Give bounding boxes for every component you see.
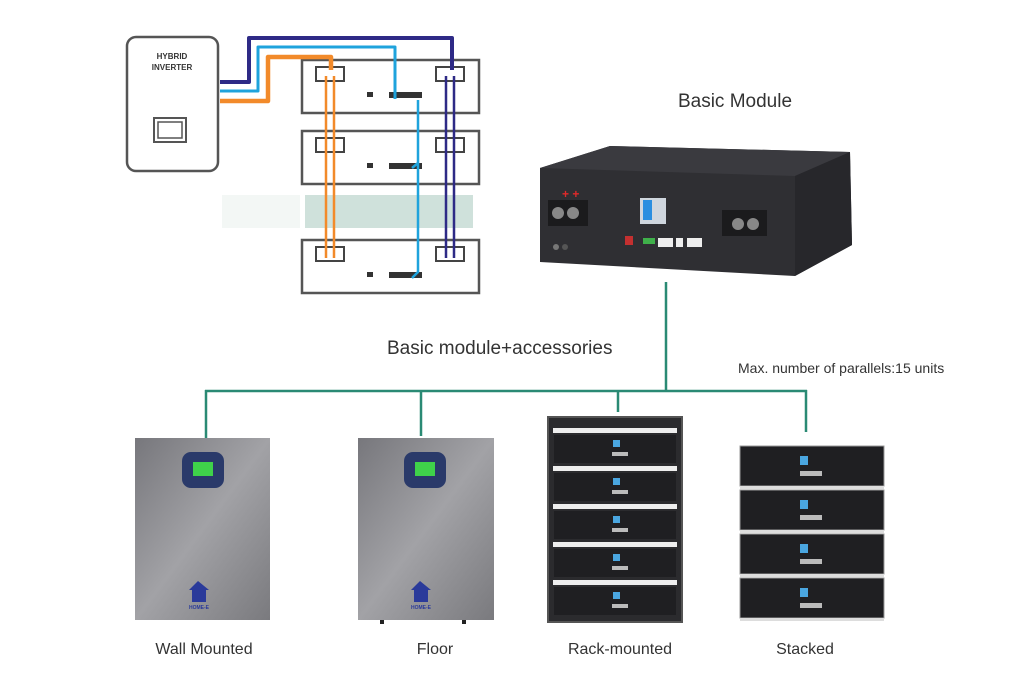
rack-battery-module — [554, 511, 676, 539]
battery-stack-schematic — [222, 58, 481, 295]
rj45-port-icon — [658, 238, 673, 247]
basic-module-image: + + — [540, 146, 852, 276]
comm-port-icon — [389, 92, 422, 98]
rack-battery-module — [554, 549, 676, 577]
omitted-modules-band — [305, 195, 473, 228]
stacked-battery-module — [739, 577, 885, 621]
rack-battery-module — [554, 473, 676, 501]
parallel-note: Max. number of parallels:15 units — [738, 360, 944, 376]
terminal-icon — [435, 137, 465, 153]
cable-orange — [220, 54, 334, 104]
comm-port-icon — [389, 163, 422, 169]
lcd-display-icon — [415, 462, 435, 476]
terminal-icon — [315, 137, 345, 153]
hybrid-inverter: HYBRID INVERTER — [125, 35, 220, 173]
lcd-display-icon — [193, 462, 213, 476]
battery-module-schematic — [300, 58, 481, 115]
rack-mounted-unit — [547, 416, 683, 623]
rack-battery-module — [554, 587, 676, 615]
option-label-floor: Floor — [417, 641, 454, 658]
stacked-battery-module — [739, 533, 885, 577]
home-e-logo-icon — [189, 581, 209, 602]
option-label-wall-mounted: Wall Mounted — [155, 641, 252, 658]
floor-unit: HOME-E — [358, 438, 494, 624]
rack-battery-module — [554, 435, 676, 463]
option-label-rack-mounted: Rack-mounted — [568, 641, 672, 658]
accessories-label: Basic module+accessories — [387, 338, 612, 359]
stacked-unit — [739, 445, 885, 621]
option-label-stacked: Stacked — [776, 641, 834, 658]
battery-module-schematic — [300, 129, 481, 186]
negative-terminal-icon — [722, 210, 767, 236]
inverter-label-2: INVERTER — [152, 63, 193, 72]
connector-tree — [204, 282, 808, 438]
svg-text:HOME-E: HOME-E — [189, 605, 210, 611]
stacked-battery-module — [739, 489, 885, 533]
battery-module-schematic — [300, 238, 481, 295]
basic-module-title: Basic Module — [678, 91, 792, 112]
terminal-icon — [435, 246, 465, 262]
cable-dark-blue — [220, 36, 454, 84]
cables — [220, 36, 456, 279]
svg-text:HOME-E: HOME-E — [411, 605, 432, 611]
wall-mounted-unit: HOME-E — [135, 438, 270, 620]
svg-text:+ +: + + — [562, 187, 579, 201]
inverter-label-1: HYBRID — [157, 52, 188, 61]
comm-port-icon — [389, 272, 422, 278]
home-e-logo-icon — [411, 581, 431, 602]
stacked-battery-module — [739, 445, 885, 489]
cable-light-blue — [220, 45, 397, 99]
terminal-icon — [315, 246, 345, 262]
